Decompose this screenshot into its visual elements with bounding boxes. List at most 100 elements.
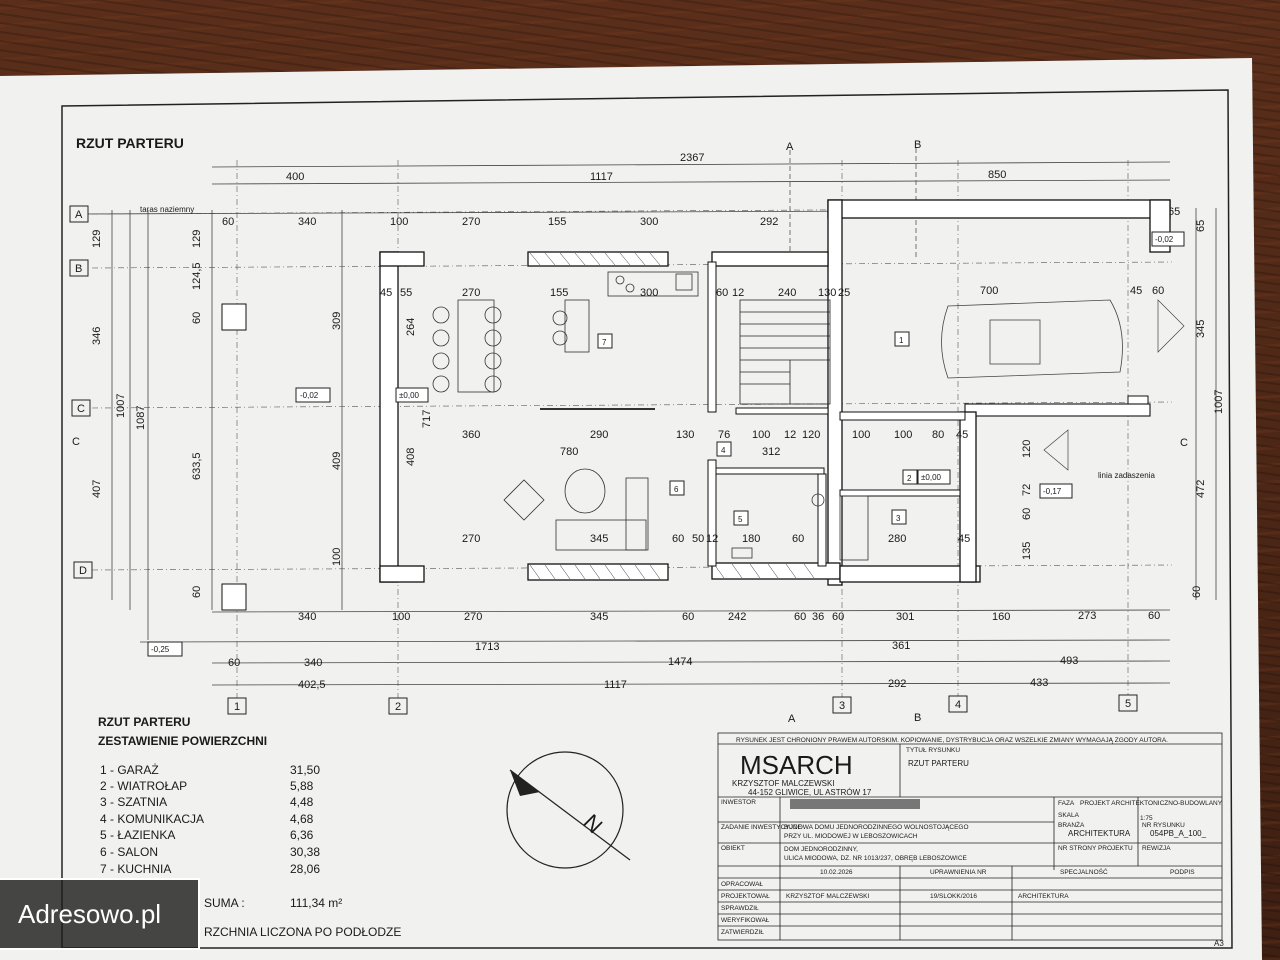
dim-label: 72: [1021, 484, 1033, 496]
room-number: 3: [896, 514, 901, 523]
dim-label: 160: [992, 611, 1010, 623]
dim-label: 273: [1078, 610, 1096, 622]
designer-speciality: ARCHITEKTURA: [1018, 893, 1069, 900]
legend-room-area: 28,06: [290, 862, 320, 876]
author-address: 44-152 GLIWICE, UL ASTRÓW 17: [748, 788, 872, 797]
axis-row-label: C: [77, 403, 85, 415]
dim-label: 120: [802, 429, 820, 441]
dim-label: 129: [191, 230, 203, 248]
scale-value: 1:75: [1140, 815, 1153, 822]
permit-label: UPRAWNIENIA NR: [930, 869, 987, 876]
watermark-badge: Adresowo.pl: [0, 878, 200, 950]
investor-label: INWESTOR: [721, 799, 756, 806]
dim-label: 270: [464, 611, 482, 623]
branch-value: ARCHITEKTURA: [1068, 829, 1131, 838]
level-mark: ±0,00: [399, 391, 420, 400]
section-mark-a: A: [786, 141, 794, 153]
author-name: KRZYSZTOF MALCZEWSKI: [732, 779, 835, 788]
legend-sum-label: SUMA :: [204, 896, 245, 910]
axis-col-label: 2: [395, 701, 401, 713]
dim-top-row3: 270: [462, 216, 480, 228]
scale-label: SKALA: [1058, 812, 1080, 819]
designer-name: KRZYSZTOF MALCZEWSKI: [786, 893, 869, 900]
legend-room-name: 6 - SALON: [100, 845, 158, 859]
dim-label: 717: [421, 410, 433, 428]
dim-label: 340: [304, 657, 322, 669]
dim-label: 100: [331, 548, 343, 566]
dim-label: 135: [1021, 542, 1033, 560]
object-label: OBIEKT: [721, 845, 745, 852]
phase-value: PROJEKT ARCHITEKTONICZNO-BUDOWLANY: [1080, 800, 1223, 807]
role-label: ZATWIERDZIŁ: [721, 929, 764, 936]
dim-label: 346: [91, 327, 103, 345]
copyright-notice: RYSUNEK JEST CHRONIONY PRAWEM AUTORSKIM.…: [736, 737, 1168, 744]
task-line-1: BUDOWA DOMU JEDNORODZINNEGO WOLNOSTOJĄCE…: [784, 824, 969, 831]
dim-label: 124,5: [191, 262, 203, 290]
title-block: [717, 732, 1223, 941]
dim-top-row3: 292: [760, 216, 778, 228]
left-dimension-lines: [111, 210, 343, 640]
legend-room-area: 4,48: [290, 795, 314, 809]
dim-label: 60: [792, 533, 804, 545]
drawing-title: RZUT PARTERU: [908, 759, 969, 768]
dim-label: 60: [191, 312, 203, 324]
axis-row-label: A: [75, 209, 83, 221]
interior-dimensions: 45 55 270 155 300 60 12 240 130 25 700 4…: [380, 285, 1164, 545]
section-mark-b: B: [914, 139, 921, 151]
dim-label: 433: [1030, 677, 1048, 689]
dim-top-row3: 155: [548, 216, 566, 228]
section-mark-a: A: [788, 713, 796, 725]
dim-label: 240: [778, 287, 796, 299]
plan-title: RZUT PARTERU: [76, 135, 184, 151]
dim-label: 402,5: [298, 679, 326, 691]
level-mark: ±0,00: [921, 473, 942, 482]
furniture: [432, 271, 869, 561]
axis-row-label: B: [75, 263, 82, 275]
task-label: ZADANIE INWESTYCYJNE: [721, 824, 803, 831]
date-value: 10.02.2026: [820, 869, 853, 876]
dim-label: 130: [676, 429, 694, 441]
object-line-1: DOM JEDNORODZINNY,: [784, 846, 858, 853]
dim-label: 45: [1130, 285, 1142, 297]
dim-label: 129: [91, 230, 103, 248]
dim-label: 60: [1152, 285, 1164, 297]
dim-label: 100: [752, 429, 770, 441]
dim-label: 45: [956, 429, 968, 441]
dim-label: 270: [462, 287, 480, 299]
terrace-label: taras naziemny: [140, 205, 194, 214]
dim-label: 50: [692, 533, 704, 545]
paper-format: A3: [1214, 939, 1224, 948]
dim-label: 280: [888, 533, 906, 545]
right-dimension-labels: 65 345 1007 472 60 120 72 60 135: [1021, 208, 1225, 600]
dim-label: 60: [672, 533, 684, 545]
dim-label: 1087: [135, 406, 147, 430]
dim-label: 45: [958, 533, 970, 545]
dim-label: 12: [784, 429, 796, 441]
role-label: OPRACOWAŁ: [721, 881, 763, 888]
dim-label: 1117: [604, 679, 627, 691]
branch-label: BRANŻA: [1058, 820, 1085, 829]
dim-label: 12: [706, 533, 718, 545]
dim-label: 301: [896, 611, 914, 623]
paper-sheet: [0, 58, 1262, 960]
legend-room-name: 3 - SZATNIA: [100, 795, 167, 809]
dim-label: 700: [980, 285, 998, 297]
dim-label: 155: [550, 287, 568, 299]
dim-label: 493: [1060, 655, 1078, 667]
dim-top-850: 850: [988, 169, 1006, 181]
car-outline: [941, 299, 1123, 379]
dim-label: 312: [762, 446, 780, 458]
revision-label: REWIZJA: [1142, 845, 1171, 852]
level-mark: -0,02: [1155, 235, 1174, 244]
legend-room-name: 4 - KOMUNIKACJA: [100, 812, 204, 826]
role-label: SPRAWDZIŁ: [721, 905, 759, 912]
legend-title: RZUT PARTERU: [98, 715, 190, 729]
legend-room-name: 1 - GARAŻ: [100, 763, 159, 777]
row-axis-markers: A B C D: [69, 205, 93, 579]
legend-footnote: RZCHNIA LICZONA PO PODŁODZE: [204, 925, 401, 939]
legend-sum-value: 111,34 m²: [290, 896, 342, 910]
drawing-frame: [61, 89, 1233, 949]
axis-col-label: 4: [955, 699, 961, 711]
dim-label: 60: [794, 611, 806, 623]
